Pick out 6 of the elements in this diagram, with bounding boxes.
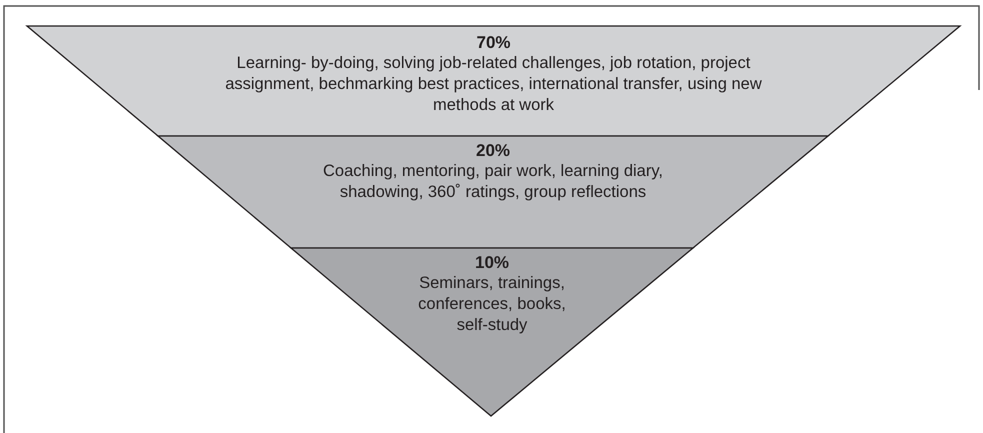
percentage-label: 70% — [476, 32, 511, 53]
layer-description: Learning- by-doing, solving job-related challenges, job rotation, project assignment, bechmarking best practices, international transfer, using new methods at work — [224, 53, 763, 116]
layer-description: Coaching, mentoring, pair work, learning diary, shadowing, 360˚ ratings, group reflections — [322, 161, 664, 203]
percentage-label: 20% — [476, 140, 510, 161]
percentage-label: 10% — [474, 252, 510, 273]
layer-description: Seminars, trainings, conferences, books, self-study — [417, 273, 567, 336]
